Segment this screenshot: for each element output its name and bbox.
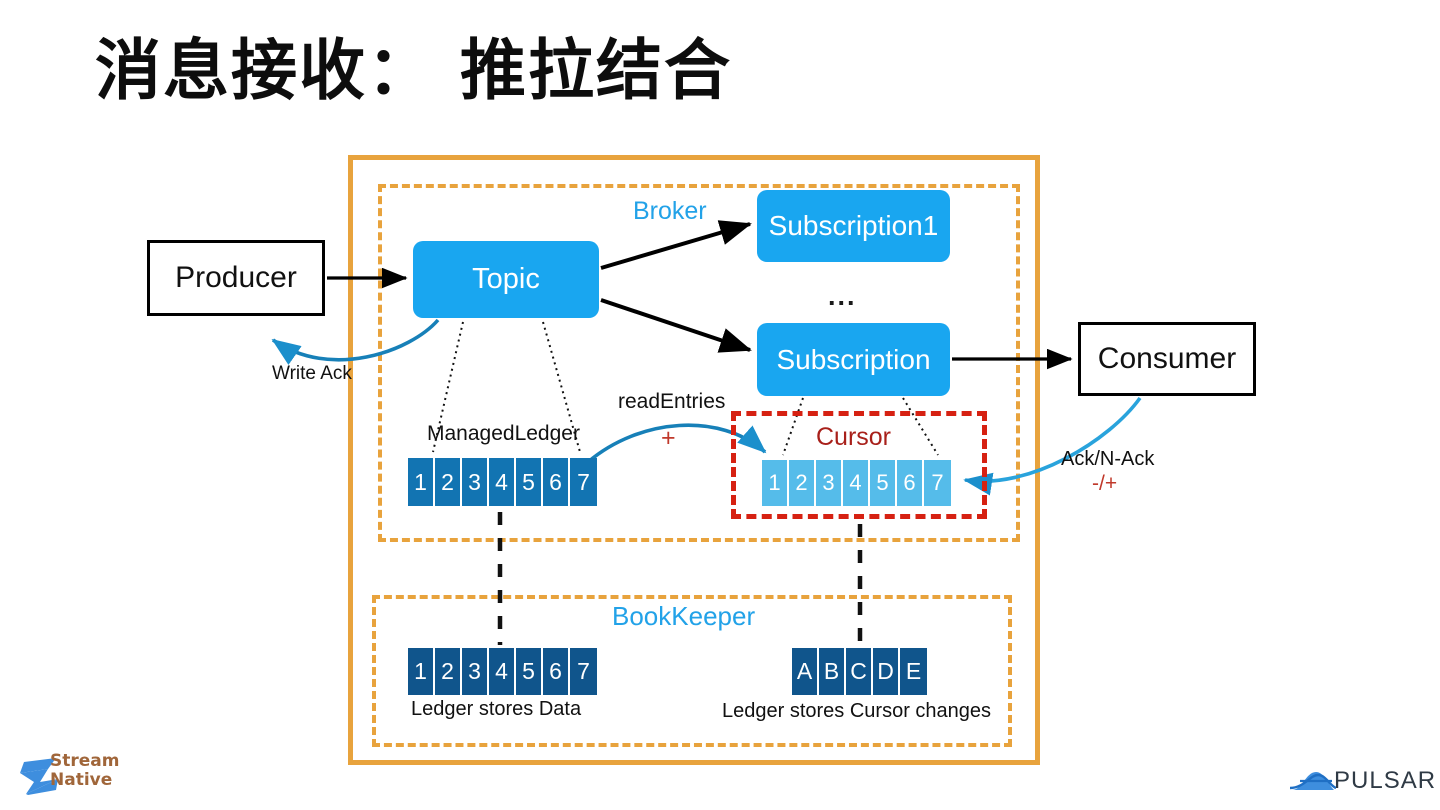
read-entries-label: readEntries	[618, 390, 726, 413]
pulsar-logo-icon	[1289, 772, 1337, 790]
page-title: 消息接收： 推拉结合	[95, 32, 732, 109]
entry-cell: E	[900, 648, 927, 695]
entry-cell: 3	[462, 648, 489, 695]
entry-cell: 2	[435, 648, 462, 695]
pulsar-wordmark: PULSAR	[1334, 767, 1437, 794]
entry-cell: 1	[408, 458, 435, 506]
ledger-stores-data-label: Ledger stores Data	[411, 698, 582, 720]
streamnative-wordmark: Stream Native	[50, 751, 120, 791]
entry-cell: 4	[489, 648, 516, 695]
subscriptions-ellipsis: ...	[828, 281, 857, 311]
entry-cell: 7	[570, 648, 597, 695]
managed-ledger-label: ManagedLedger	[427, 422, 580, 445]
entry-cell: B	[819, 648, 846, 695]
entry-cell: 5	[870, 460, 897, 506]
entry-cell: A	[792, 648, 819, 695]
bookkeeper-region	[372, 595, 1012, 747]
ack-nack-sign-label: -/+	[1092, 472, 1118, 495]
entry-cell: 6	[543, 458, 570, 506]
broker-region-label: Broker	[633, 197, 707, 225]
entry-cell: 5	[516, 648, 543, 695]
entry-cell: 2	[789, 460, 816, 506]
subscription-node[interactable]: Subscription	[757, 323, 950, 396]
producer-node[interactable]: Producer	[147, 240, 325, 316]
cursor-region	[731, 411, 987, 519]
entry-cell: 5	[516, 458, 543, 506]
topic-node[interactable]: Topic	[413, 241, 599, 318]
ack-nack-label: Ack/N-Ack	[1061, 448, 1155, 470]
cursor-region-label: Cursor	[816, 423, 892, 451]
entry-cell: 3	[816, 460, 843, 506]
entry-cell: 7	[924, 460, 951, 506]
entry-cell: 6	[543, 648, 570, 695]
streamnative-logo-icon	[20, 758, 58, 795]
entry-cell: 2	[435, 458, 462, 506]
ledger-stores-cursor-label: Ledger stores Cursor changes	[722, 700, 992, 722]
read-entries-sign-label: +	[661, 424, 676, 452]
subscription1-node[interactable]: Subscription1	[757, 190, 950, 262]
consumer-node[interactable]: Consumer	[1078, 322, 1256, 396]
entry-cell: C	[846, 648, 873, 695]
entry-cell: 1	[762, 460, 789, 506]
entry-cell: 6	[897, 460, 924, 506]
entry-cell: 4	[489, 458, 516, 506]
entry-cell: 3	[462, 458, 489, 506]
bookkeeper-region-label: BookKeeper	[612, 601, 756, 631]
entry-cell: 1	[408, 648, 435, 695]
broker-region	[378, 184, 1020, 542]
entry-cell: D	[873, 648, 900, 695]
entry-cell: 7	[570, 458, 597, 506]
write-ack-label: Write Ack	[272, 363, 352, 384]
entry-cell: 4	[843, 460, 870, 506]
